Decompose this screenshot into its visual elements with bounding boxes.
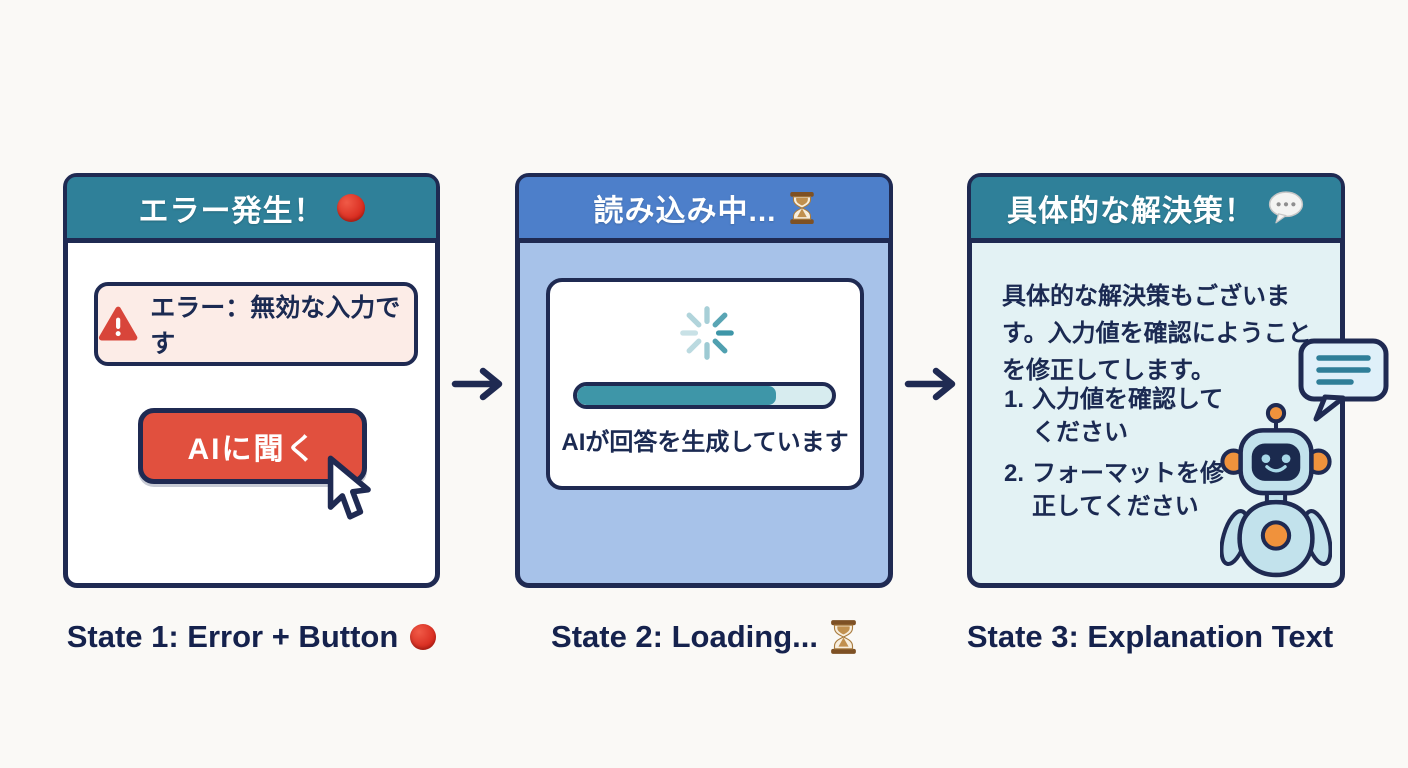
error-card-title: エラー発生！ bbox=[138, 194, 325, 228]
chat-bubble-lines-icon bbox=[1298, 338, 1389, 422]
red-circle-icon bbox=[336, 193, 365, 222]
error-card-header: エラー発生！ bbox=[67, 177, 436, 243]
caption-state-1: State 1: Error + Button bbox=[63, 616, 440, 658]
ask-ai-button[interactable]: AIに聞く bbox=[138, 408, 367, 484]
loading-panel: AIが回答を生成しています bbox=[546, 278, 864, 490]
hourglass-icon bbox=[831, 620, 856, 654]
loading-card-header: 読み込み中... bbox=[519, 177, 889, 243]
step-number: 1. bbox=[1004, 386, 1025, 413]
warning-triangle-icon bbox=[98, 306, 138, 341]
card-error-state: エラー発生！ エラー：無効な入力です AIに聞く bbox=[63, 173, 440, 588]
red-circle-icon bbox=[410, 624, 437, 650]
spinner-icon bbox=[680, 306, 734, 360]
step-number: 2. bbox=[1004, 460, 1025, 488]
robot-mascot bbox=[1220, 403, 1332, 578]
caption-state-3: State 3: Explanation Text bbox=[967, 616, 1345, 658]
hourglass-icon bbox=[789, 191, 814, 224]
ask-ai-button-label: AIに聞く bbox=[187, 433, 318, 466]
progress-fill bbox=[577, 386, 776, 405]
step-text: 入力値を確認してください bbox=[1032, 386, 1224, 447]
step-text: フォーマットを修正してください bbox=[1032, 460, 1225, 521]
flow-arrow-1 bbox=[451, 367, 503, 401]
solution-paragraph: 具体的な解決策もございます。入力値を確認にようことを修正してします。 bbox=[1002, 283, 1312, 385]
solution-card-header: 具体的な解決策！ bbox=[971, 177, 1341, 243]
card-loading-state: 読み込み中... bbox=[515, 173, 893, 588]
error-alert-text: エラー：無効な入力です bbox=[150, 294, 401, 358]
speech-balloon-icon bbox=[1268, 190, 1304, 223]
solution-step-1: 1. 入力値を確認してください bbox=[1004, 383, 1244, 449]
caption-state-1-text: State 1: Error + Button bbox=[66, 619, 399, 654]
solution-step-2: 2. フォーマットを修正してください bbox=[1004, 457, 1244, 523]
loading-status-text: AIが回答を生成しています bbox=[561, 429, 849, 456]
caption-state-2: State 2: Loading... bbox=[515, 616, 893, 658]
solution-card-title: 具体的な解決策！ bbox=[1007, 194, 1255, 228]
progress-bar bbox=[573, 382, 836, 409]
solution-steps: 1. 入力値を確認してください 2. フォーマットを修正してください bbox=[1004, 383, 1244, 531]
cursor-pointer-icon bbox=[327, 455, 371, 520]
flow-arrow-2 bbox=[904, 367, 956, 401]
caption-state-3-text: State 3: Explanation Text bbox=[966, 619, 1334, 654]
caption-state-2-text: State 2: Loading... bbox=[551, 619, 818, 654]
error-alert: エラー：無効な入力です bbox=[94, 282, 418, 366]
card-solution-state: 具体的な解決策！ 具体的な解決策もございます。入力値を確認にようことを修正してし… bbox=[967, 173, 1345, 588]
loading-card-title: 読み込み中... bbox=[593, 194, 777, 228]
